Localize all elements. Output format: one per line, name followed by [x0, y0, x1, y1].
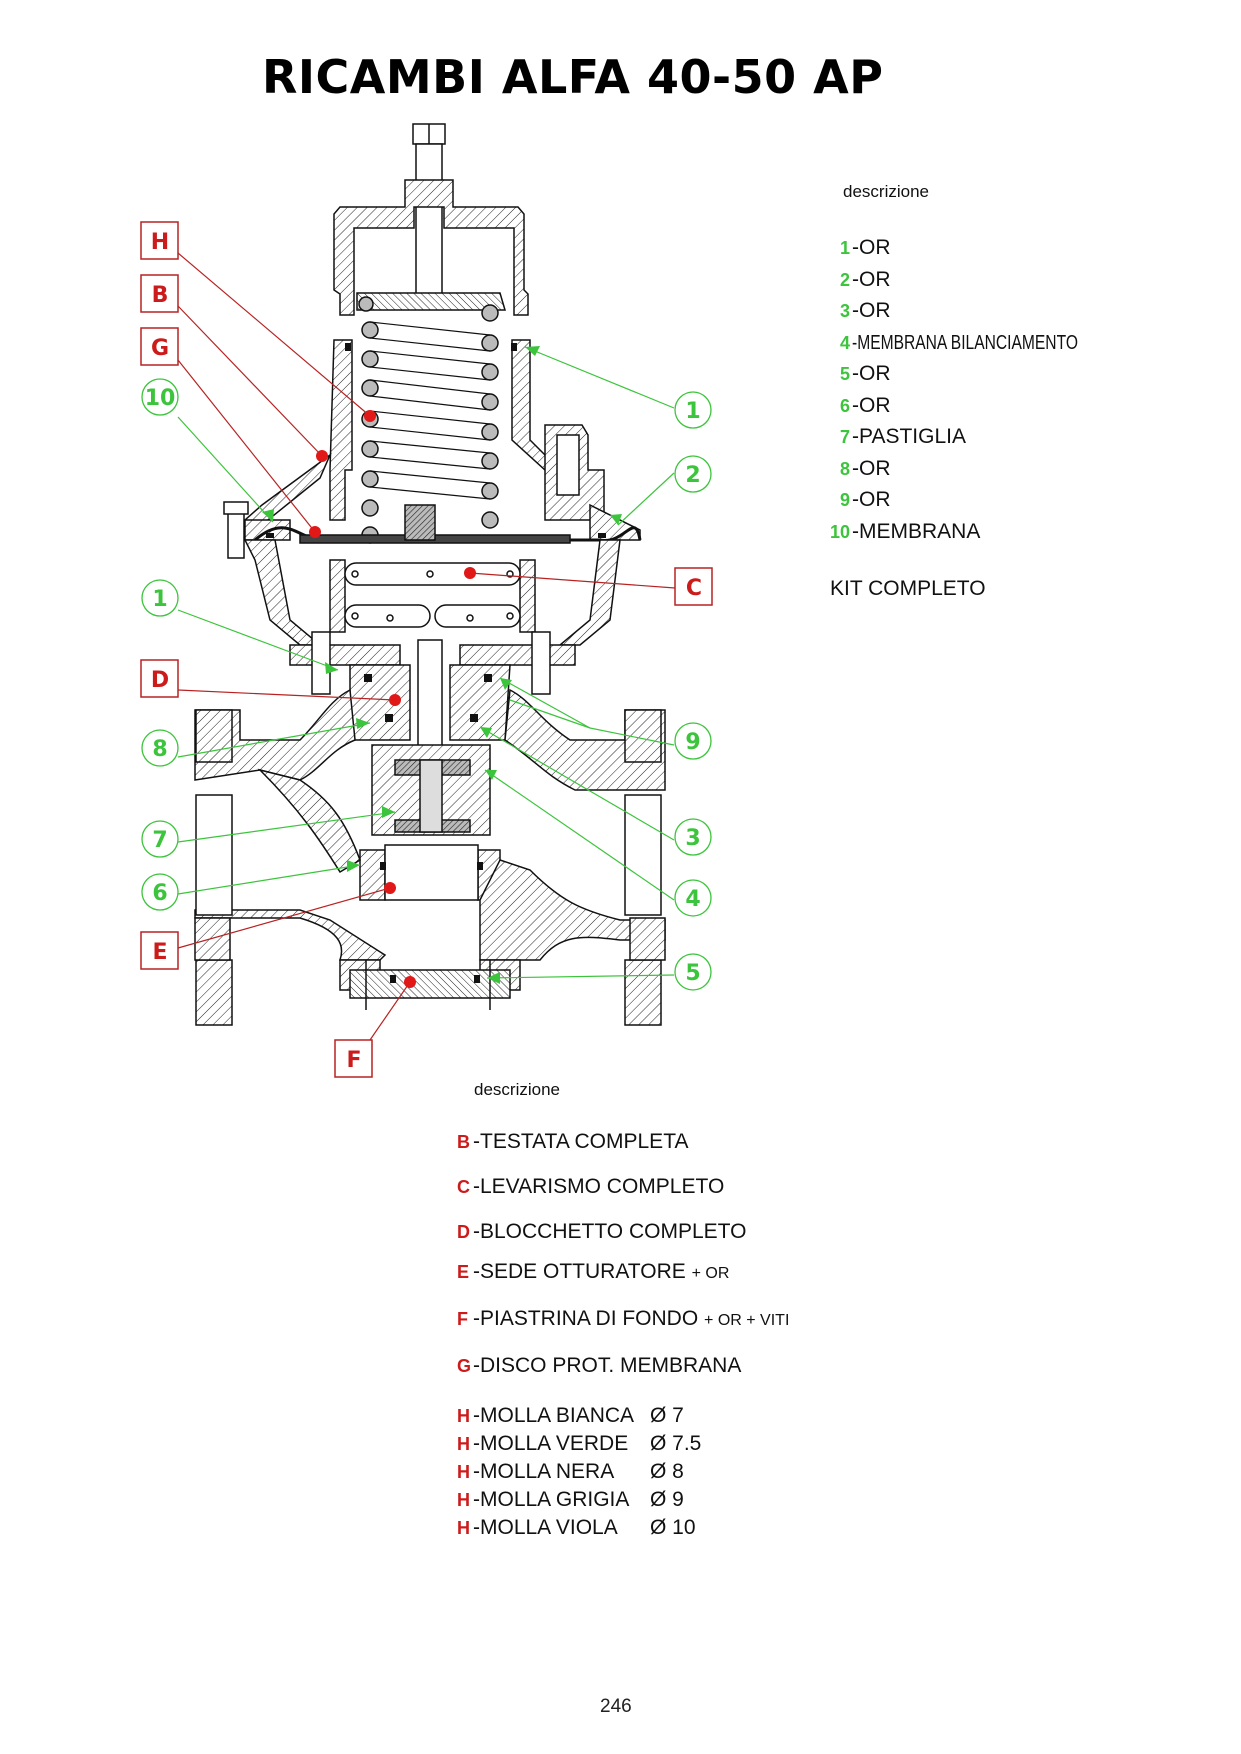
callout-4-right: 4 [674, 879, 712, 917]
number-callouts: 10 1 8 7 6 1 2 9 3 4 5 [141, 378, 712, 991]
legend-item: 6-OR [839, 393, 891, 417]
legend-item: C-LEVARISMO COMPLETO [457, 1175, 725, 1198]
callout-8-left: 8 [141, 729, 179, 767]
callout-2-right: 2 [674, 455, 712, 493]
letter-callouts: H B G C D E F [140, 221, 713, 1078]
svg-text:9: 9 [685, 730, 700, 755]
svg-text:6: 6 [152, 881, 167, 906]
callout-C: C [674, 567, 713, 606]
svg-text:10: 10 [145, 386, 176, 411]
legend-item: 7-PASTIGLIA [839, 425, 966, 448]
callout-G: G [140, 327, 179, 366]
valve-body [194, 123, 666, 1026]
parts-legend: 1-OR 2-OR 3-OR 4-MEMBRANA BILANCIAMENTO … [828, 232, 1142, 547]
callout-E: E [140, 931, 179, 970]
svg-text:C: C [686, 576, 702, 601]
valve-section-drawing: H B G C D E F 10 1 8 7 6 1 2 9 3 4 5 [140, 123, 713, 1078]
legend-item: 1-OR [839, 236, 891, 259]
svg-text:1: 1 [685, 399, 700, 424]
legend-item: F-PIASTRINA DI FONDO + OR + VITI [457, 1307, 790, 1330]
callout-1-left: 1 [141, 579, 179, 617]
svg-text:E: E [152, 940, 167, 965]
callout-3-right: 3 [674, 818, 712, 856]
callout-10-left: 10 [141, 378, 179, 416]
legend-item: 2-OR [839, 267, 891, 291]
parts-legend-header: descrizione [843, 182, 929, 201]
svg-text:2: 2 [685, 463, 700, 488]
legend-item: 8-OR [839, 456, 891, 480]
spring-coils [358, 296, 499, 544]
legend-item: 3-OR [839, 299, 891, 322]
callout-leaders [177, 252, 676, 1041]
svg-text:3: 3 [685, 826, 700, 851]
svg-text:4: 4 [685, 887, 700, 912]
callout-1-right: 1 [674, 391, 712, 429]
legend-item: D-BLOCCHETTO COMPLETO [457, 1220, 747, 1243]
svg-text:F: F [346, 1048, 361, 1073]
callout-6-left: 6 [141, 873, 179, 911]
svg-text:B: B [152, 283, 169, 308]
svg-text:1: 1 [152, 587, 167, 612]
callout-D: D [140, 659, 179, 698]
legend-item: E-SEDE OTTURATORE + OR [457, 1260, 730, 1283]
callout-7-left: 7 [141, 820, 179, 858]
legend-item: 5-OR [839, 362, 891, 385]
svg-text:8: 8 [152, 737, 167, 762]
svg-text:5: 5 [685, 961, 700, 986]
callout-H: H [140, 221, 179, 260]
svg-text:G: G [151, 336, 169, 361]
callout-9-right: 9 [674, 722, 712, 760]
kit-completo-label: KIT COMPLETO [830, 577, 986, 600]
page-title: RICAMBI ALFA 40-50 AP [262, 50, 884, 104]
callout-5-right: 5 [674, 953, 712, 991]
legend-item: B-TESTATA COMPLETA [457, 1130, 689, 1153]
assemblies-legend-header: descrizione [474, 1080, 560, 1099]
page-number: 246 [600, 1696, 632, 1717]
legend-item: 9-OR [839, 488, 891, 511]
legend-item: G-DISCO PROT. MEMBRANA [457, 1354, 742, 1377]
svg-text:7: 7 [152, 828, 167, 853]
svg-text:H: H [151, 230, 169, 255]
legend-item: 4-MEMBRANA BILANCIAMENTO [839, 331, 1078, 354]
callout-B: B [140, 274, 179, 313]
callout-markers [262, 346, 622, 988]
svg-text:D: D [151, 668, 169, 693]
callout-F: F [334, 1039, 373, 1078]
legend-item: 10-MEMBRANA [829, 519, 981, 543]
